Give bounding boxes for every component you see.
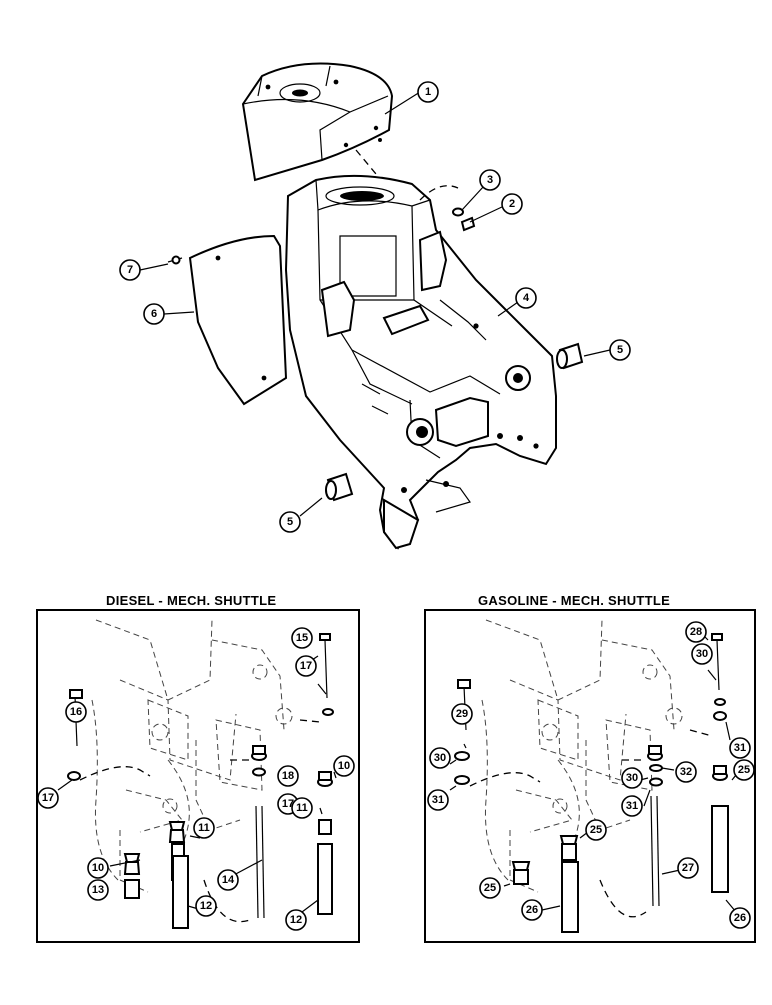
callout-circle: 30 (621, 767, 643, 789)
callout-number: 1 (425, 86, 431, 98)
callout-number: 12 (290, 914, 302, 926)
gasoline-parts (454, 633, 729, 933)
callout-circle: 28 (685, 621, 707, 643)
gasoline-panel-title: GASOLINE - MECH. SHUTTLE (478, 593, 671, 608)
callout-number: 12 (200, 900, 212, 912)
callout-number: 5 (617, 344, 623, 356)
callout-circle: 26 (521, 899, 543, 921)
callout-number: 30 (626, 772, 638, 784)
callout-circle: 30 (429, 747, 451, 769)
callout-circle: 27 (677, 857, 699, 879)
callout-number: 18 (282, 770, 294, 782)
callout-circle: 5 (609, 339, 631, 361)
callout-number: 17 (300, 660, 312, 672)
callout-number: 7 (127, 264, 133, 276)
callout-circle: 25 (479, 877, 501, 899)
callout-circle: 31 (729, 737, 751, 759)
callout-number: 29 (456, 708, 468, 720)
callout-number: 25 (738, 764, 750, 776)
callout-number: 16 (70, 706, 82, 718)
callout-circle: 12 (285, 909, 307, 931)
callout-circle: 7 (119, 259, 141, 281)
callout-number: 2 (509, 198, 515, 210)
callout-number: 25 (484, 882, 496, 894)
callout-circle: 6 (143, 303, 165, 325)
callout-number: 17 (282, 798, 294, 810)
callout-circle: 14 (217, 869, 239, 891)
callout-circle: 17 (37, 787, 59, 809)
callout-circle: 13 (87, 879, 109, 901)
callout-circle: 16 (65, 701, 87, 723)
callout-number: 25 (590, 824, 602, 836)
part-housing-cover (241, 62, 394, 182)
callout-circle: 10 (87, 857, 109, 879)
callout-circle: 31 (427, 789, 449, 811)
callout-circle: 1 (417, 81, 439, 103)
callout-circle: 29 (451, 703, 473, 725)
callout-number: 15 (296, 632, 308, 644)
callout-circle: 4 (515, 287, 537, 309)
callout-number: 10 (338, 760, 350, 772)
part-bushing-right (556, 342, 584, 370)
callout-number: 17 (42, 792, 54, 804)
part-side-plate (188, 234, 288, 406)
callout-circle: 25 (585, 819, 607, 841)
callout-number: 13 (92, 884, 104, 896)
callout-number: 6 (151, 308, 157, 320)
callout-circle: 30 (691, 643, 713, 665)
callouts-main: 1 2 3 4 5 5 6 7 (119, 81, 631, 533)
callouts-diesel: 15 16 17 17 17 18 10 10 11 11 12 12 13 1… (37, 627, 355, 931)
callout-number: 27 (682, 862, 694, 874)
callout-number: 30 (434, 752, 446, 764)
callout-number: 14 (222, 874, 235, 886)
callout-circle: 11 (193, 817, 215, 839)
callout-circle: 10 (333, 755, 355, 777)
callout-number: 11 (198, 822, 210, 834)
main-leaders (139, 91, 611, 517)
callout-circle: 31 (621, 795, 643, 817)
callout-number: 31 (432, 794, 444, 806)
callout-circle: 5 (279, 511, 301, 533)
callout-circle: 26 (729, 907, 751, 929)
diesel-panel-title: DIESEL - MECH. SHUTTLE (106, 593, 277, 608)
callout-number: 31 (734, 742, 746, 754)
callouts-gasoline: 28 29 30 30 30 31 31 31 32 25 25 25 26 2… (427, 621, 755, 929)
callout-number: 11 (296, 802, 308, 814)
callout-circle: 3 (479, 169, 501, 191)
callout-circle: 32 (675, 761, 697, 783)
callout-circle: 18 (277, 765, 299, 787)
diesel-leaders (57, 655, 337, 923)
callout-circle: 2 (501, 193, 523, 215)
callout-number: 26 (526, 904, 538, 916)
callout-number: 31 (626, 800, 638, 812)
callout-circle: 25 (733, 759, 755, 781)
callout-number: 30 (696, 648, 708, 660)
callout-circle: 12 (195, 895, 217, 917)
part-main-frame (284, 174, 557, 550)
callout-circle: 11 (291, 797, 313, 819)
gasoline-panel-art (481, 619, 683, 893)
callout-number: 5 (287, 516, 293, 528)
callout-circle: 15 (291, 627, 313, 649)
part-bushing-left (325, 472, 354, 502)
callout-number: 26 (734, 912, 746, 924)
part-bolt-7 (167, 255, 183, 265)
callout-number: 3 (487, 174, 493, 186)
callout-number: 10 (92, 862, 104, 874)
callout-number: 32 (680, 766, 692, 778)
callout-circle: 17 (295, 655, 317, 677)
callout-number: 28 (690, 626, 702, 638)
callout-number: 4 (523, 292, 530, 304)
